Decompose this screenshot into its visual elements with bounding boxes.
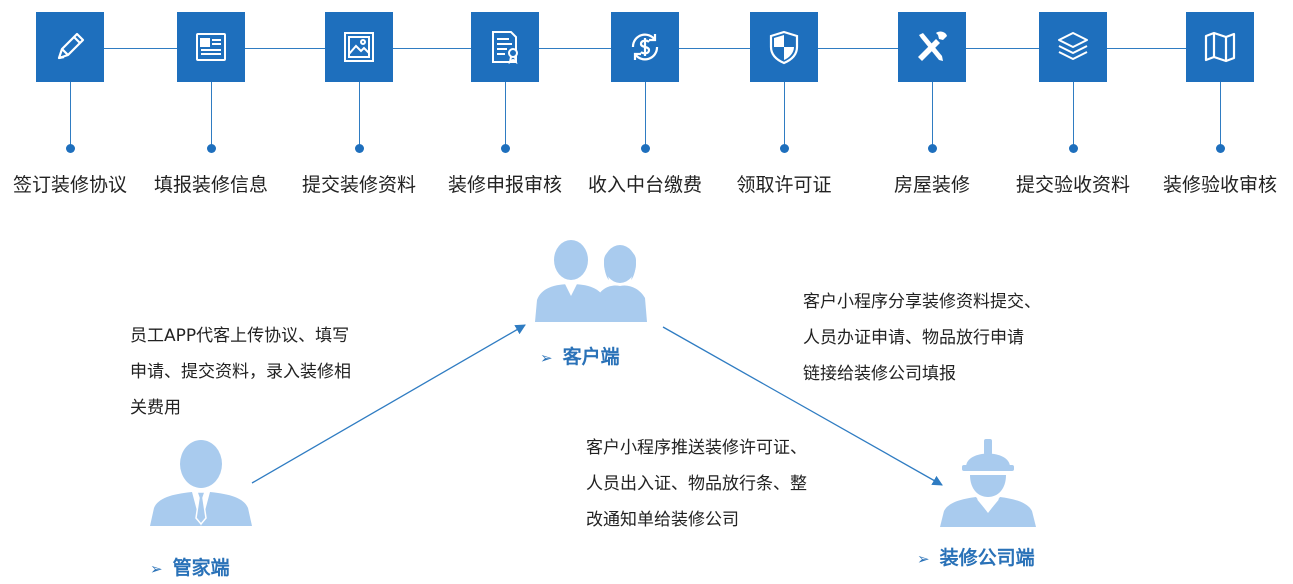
note-steward-to-customer: 员工APP代客上传协议、填写 申请、提交资料，录入装修相 关费用 — [130, 318, 351, 426]
step-dot — [928, 144, 937, 153]
step-dot — [355, 144, 364, 153]
map-icon — [1186, 12, 1254, 82]
arrow-bullet-icon: ➢ — [917, 550, 930, 568]
step-stem — [70, 82, 71, 148]
step-dot — [207, 144, 216, 153]
step-label: 签订装修协议 — [12, 174, 127, 196]
note-line: 申请、提交资料，录入装修相 — [130, 362, 351, 382]
step-label: 装修申报审核 — [447, 174, 562, 196]
form-icon — [177, 12, 245, 82]
role-steward-label: 管家端 — [172, 557, 230, 579]
role-label: ➢ 客户端 — [540, 342, 620, 369]
image-frame-icon — [325, 12, 393, 82]
note-line: 员工APP代客上传协议、填写 — [130, 326, 350, 346]
step-dot — [641, 144, 650, 153]
note-line: 客户小程序推送装修许可证、 — [586, 438, 807, 458]
step-stem — [1073, 82, 1074, 148]
step-label: 房屋装修 — [893, 174, 970, 196]
step-dot — [1216, 144, 1225, 153]
step-dot — [780, 144, 789, 153]
role-contractor-label: 装修公司端 — [939, 547, 1035, 569]
step-stem — [359, 82, 360, 148]
note-customer-to-contractor: 客户小程序分享装修资料提交、 人员办证申请、物品放行申请 链接给装修公司填报 — [803, 284, 1041, 392]
layers-icon — [1039, 12, 1107, 82]
note-push-to-contractor: 客户小程序推送装修许可证、 人员出入证、物品放行条、整 改通知单给装修公司 — [586, 430, 807, 538]
tools-icon — [898, 12, 966, 82]
step-stem — [645, 82, 646, 148]
arrow-customer-to-contractor — [662, 326, 943, 486]
step-stem — [1220, 82, 1221, 148]
note-line: 人员办证申请、物品放行申请 — [803, 328, 1024, 348]
step-label: 装修验收审核 — [1162, 174, 1277, 196]
pencil-icon — [36, 12, 104, 82]
arrow-bullet-icon: ➢ — [540, 349, 553, 367]
arrow-bullet-icon: ➢ — [150, 560, 163, 578]
step-stem — [932, 82, 933, 148]
note-line: 改通知单给装修公司 — [586, 510, 739, 530]
shield-icon — [750, 12, 818, 82]
step-dot — [501, 144, 510, 153]
role-label: ➢ 管家端 — [150, 553, 230, 580]
businessman-icon — [150, 440, 252, 526]
step-dot — [1069, 144, 1078, 153]
worker-icon — [940, 439, 1036, 527]
couple-icon — [535, 240, 647, 322]
dollar-cycle-icon — [611, 12, 679, 82]
role-customer-label: 客户端 — [562, 346, 620, 368]
step-label: 提交验收资料 — [1015, 174, 1130, 196]
step-label: 填报装修信息 — [153, 174, 268, 196]
step-label: 提交装修资料 — [301, 174, 416, 196]
note-line: 关费用 — [130, 398, 181, 418]
note-line: 链接给装修公司填报 — [803, 364, 956, 384]
note-line: 客户小程序分享装修资料提交、 — [803, 292, 1041, 312]
note-line: 人员出入证、物品放行条、整 — [586, 474, 807, 494]
step-label: 收入中台缴费 — [587, 174, 702, 196]
step-label: 领取许可证 — [736, 174, 832, 196]
step-dot — [66, 144, 75, 153]
step-stem — [784, 82, 785, 148]
arrow-steward-to-customer — [251, 324, 526, 484]
certificate-icon — [471, 12, 539, 82]
step-stem — [211, 82, 212, 148]
role-label: ➢ 装修公司端 — [917, 543, 1035, 570]
step-stem — [505, 82, 506, 148]
